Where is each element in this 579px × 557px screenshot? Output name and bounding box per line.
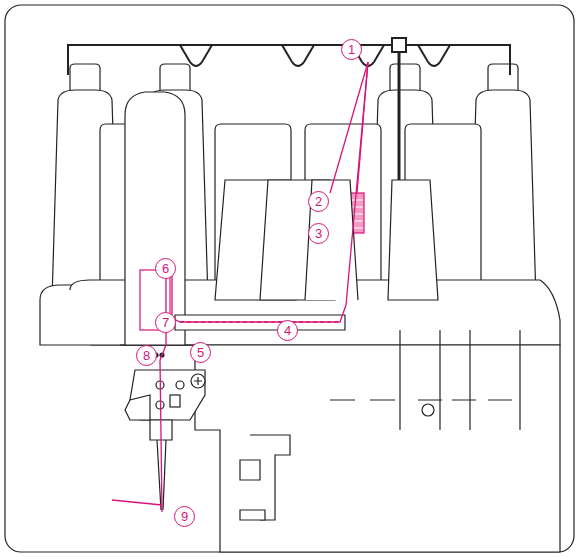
thread-path	[112, 62, 368, 512]
callout-number: 8	[136, 345, 157, 366]
callout-number: 4	[277, 320, 298, 341]
callout-number: 3	[308, 223, 329, 244]
machine-body	[40, 92, 560, 552]
callout-number: 2	[308, 191, 329, 212]
callout-number: 7	[155, 312, 176, 333]
callout-number: 9	[174, 506, 195, 527]
callout-number: 5	[190, 342, 211, 363]
callout-number: 6	[155, 258, 176, 279]
callout-number: 1	[341, 39, 362, 60]
frame	[5, 5, 574, 552]
